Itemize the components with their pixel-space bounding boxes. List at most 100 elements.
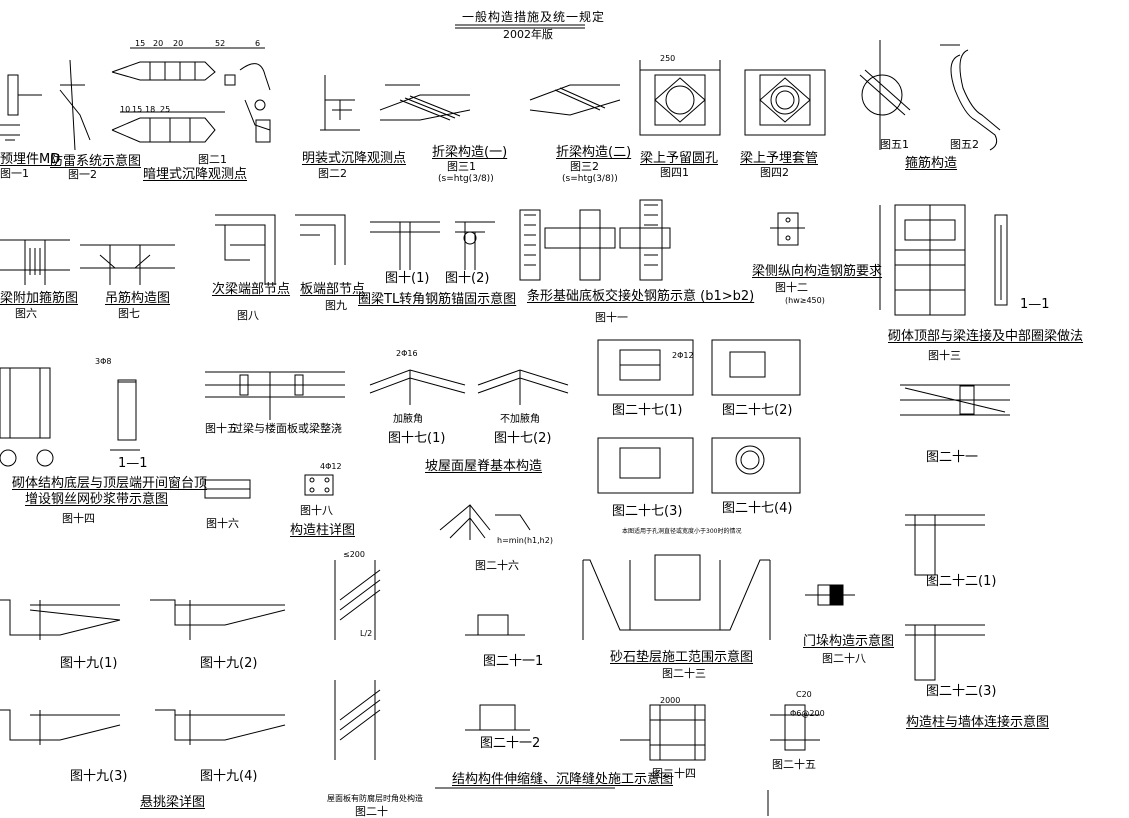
fig-stirrup-sub2: 图五2: [950, 138, 979, 151]
fig-eighteen: [304, 474, 334, 496]
dim-2phi16: 2Φ16: [396, 349, 418, 358]
fig-fold2-caption: 折梁构造(二): [556, 145, 632, 160]
fig-seven-sub: 图七: [118, 307, 140, 320]
fig-hole-caption: 梁上予留圆孔: [640, 151, 719, 166]
fig-ten-sub1: 图十(1): [385, 271, 430, 286]
fig-fourteen-caption2: 增设钢丝网砂浆带示意图: [25, 492, 169, 507]
fig-seven-caption: 吊筋构造图: [105, 291, 171, 306]
fig-fold-beam-1: [379, 84, 471, 121]
fig-24-caption: 结构构件伸缩缝、沉降缝处施工示意图: [452, 772, 674, 787]
fig-19-sub4: 图十九(4): [200, 769, 258, 784]
fig-twelve: [770, 212, 805, 246]
dim-l2: L/2: [360, 629, 373, 638]
fig-fold1-caption: 折梁构造(一): [432, 145, 508, 160]
dim-25: 25: [160, 105, 171, 114]
fig-ten: [370, 221, 495, 270]
fig-settle-open-sub: 图二2: [318, 167, 347, 180]
fig-beam-hole: [639, 60, 721, 136]
dim-4phi12: 4Φ12: [320, 462, 342, 471]
fig-fifteen-caption: 过梁与楼面板或梁整浇: [232, 422, 342, 435]
dim-2phi12: 2Φ12: [672, 351, 694, 360]
fig-23-sub: 图二十三: [662, 667, 706, 680]
fig-md-sub: 图一1: [0, 167, 29, 180]
fig-eighteen-sub: 图十八: [300, 504, 333, 517]
fig-lightning-sub: 图一2: [68, 168, 97, 181]
fig-settle-open-caption: 明装式沉降观测点: [302, 151, 407, 166]
dim-c20: C20: [796, 690, 812, 699]
fig-nineteen: [0, 599, 286, 745]
fig-fold2-sub: 图三2: [570, 160, 599, 173]
fig-twentyone-sub: [465, 614, 530, 731]
fig-26-note: h=min(h1,h2): [497, 536, 553, 545]
fig-19-caption: 悬挑梁详图: [140, 795, 206, 810]
fig-fourteen-caption: 砌体结构底层与顶层端开间窗台顶: [12, 476, 208, 491]
fig-settle-open: [320, 75, 360, 131]
fig-sixteen-sub: 图十六: [206, 517, 239, 530]
dim-10: 10: [120, 105, 131, 114]
fig-twentysix: [439, 504, 531, 540]
fig-seventeen-label1: 加腋角: [393, 414, 423, 425]
fig-thirteen-caption: 砌体顶部与梁连接及中部圈梁做法: [888, 329, 1084, 344]
fig-twentyone: [900, 384, 1010, 416]
dim-15: 15: [135, 39, 146, 48]
fig-stirrup-sub1: 图五1: [880, 138, 909, 151]
fig-settle-embedded-sub: 图二1: [198, 153, 227, 166]
fig-25-sub: 图二十五: [772, 758, 816, 771]
fig-fourteen-section: 1—1: [118, 456, 148, 471]
dim-6: 6: [255, 39, 261, 48]
dim-15b: 15: [132, 105, 143, 114]
fig-24-sub: 图二十四: [652, 767, 696, 780]
fig-six-sub: 图六: [15, 307, 37, 320]
fig-27-sub1: 图二十七(1): [612, 403, 683, 418]
fig-thirteen: [879, 204, 1008, 316]
fig-seventeen-sub2: 图十七(2): [494, 431, 552, 446]
fig-seventeen: [369, 369, 569, 405]
fig-21-1-sub: 图二十一: [926, 450, 979, 465]
fig-stirrup-caption: 箍筋构造: [905, 156, 958, 171]
fig-20-caption: 屋面板有防腐层时角处构造: [327, 794, 423, 803]
fig-eleven-caption: 条形基础底板交接处钢筋示意 (b1>b2): [527, 289, 755, 304]
fig-seventeen-sub1: 图十七(1): [388, 431, 446, 446]
fig-thirteen-section: 1—1: [1020, 297, 1050, 312]
fig-eight-sub: 图八: [237, 309, 259, 322]
fig-hole-sub: 图四1: [660, 166, 689, 179]
fig-fold1-note: (s=htg(3/8)): [438, 174, 494, 184]
fig-20-sub: 图二十: [355, 805, 388, 818]
fig-eighteen-caption: 构造柱详图: [290, 523, 356, 538]
fig-six-caption: 梁附加箍筋图: [0, 291, 79, 306]
fig-nine-caption: 板端部节点: [300, 282, 366, 297]
fig-twelve-sub: 图十二: [775, 281, 808, 294]
fig-thirteen-sub: 图十三: [928, 349, 961, 362]
fig-twenty: [334, 560, 381, 760]
dim-52: 52: [215, 39, 226, 48]
fig-sixteen: [204, 479, 251, 499]
fig-27-note: 本图适用于孔洞直径或宽度小于300时的情况: [622, 528, 742, 535]
fig-settle-embedded: [111, 47, 271, 143]
fig-twentyfive: [770, 704, 820, 751]
dim-2000: 2000: [660, 696, 681, 705]
fig-seven: [80, 244, 175, 285]
fig-nine: [295, 214, 346, 265]
fig-lightning: [59, 59, 91, 151]
fig-twentyeight: [805, 584, 855, 606]
fig-beam-sleeve: [744, 69, 826, 136]
fig-27-sub2: 图二十七(2): [722, 403, 793, 418]
fig-26-sub: 图二十六: [475, 559, 519, 572]
fig-28-sub: 图二十八: [822, 652, 866, 665]
fig-twentythree: [582, 554, 771, 640]
fig-fifteen-sub: 图十五: [205, 422, 238, 435]
dim-20a: 20: [153, 39, 164, 48]
fig-fold1-sub: 图三1: [447, 160, 476, 173]
fig-ten-caption: 圈梁TL转角钢筋锚固示意图: [358, 292, 517, 307]
dim-phi6-200: Φ6@200: [790, 709, 825, 718]
fig-sleeve-caption: 梁上予埋套管: [740, 151, 819, 166]
fig-21-sub1: 图二十一1: [483, 654, 544, 669]
fig-ten-sub2: 图十(2): [445, 271, 490, 286]
fig-fifteen: [205, 371, 345, 420]
fig-settle-embedded-caption: 暗埋式沉降观测点: [143, 167, 248, 182]
dim-20b: 20: [173, 39, 184, 48]
fig-fold-beam-2: [529, 84, 621, 116]
fig-nine-sub: 图九: [325, 299, 347, 312]
fig-eleven: [519, 199, 671, 281]
